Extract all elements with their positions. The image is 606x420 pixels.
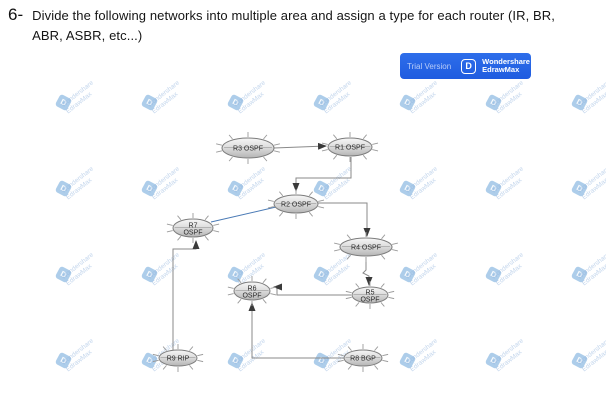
router-label-R6-line1: R6: [248, 286, 257, 293]
edge-R2-R4: [318, 202, 371, 237]
edge-R9-R7: [172, 240, 200, 350]
router-label-R5-line1: R5: [366, 290, 375, 297]
router-node-R8: R8 BGP: [337, 344, 389, 372]
router-node-R3: R3 OSPF: [216, 132, 280, 164]
router-node-R1: R1 OSPF: [321, 132, 379, 162]
router-label-R5-line2: OSPF: [360, 297, 379, 304]
router-label-R8: R8 BGP: [350, 356, 376, 363]
question-number: 6-: [8, 5, 24, 24]
router-label-R9: R9 RIP: [167, 356, 190, 363]
question-header: 6- Divide the following networks into mu…: [8, 5, 584, 45]
trial-version-badge[interactable]: Trial Version D Wondershare EdrawMax: [400, 53, 531, 79]
brand-name: Wondershare EdrawMax: [482, 56, 530, 74]
question-text: Divide the following networks into multi…: [32, 8, 555, 43]
edrawmax-logo-icon: D: [461, 58, 477, 74]
brand-line-1: Wondershare: [482, 56, 530, 66]
edge-R3-R1: [273, 142, 327, 150]
trial-version-label: Trial Version: [407, 61, 452, 71]
brand-line-2: EdrawMax: [482, 65, 520, 74]
router-label-R7-line1: R7: [189, 223, 198, 230]
router-node-R9: R9 RIP: [152, 344, 204, 372]
edge-R5-R6: [273, 283, 351, 296]
edge-R2-R7: [210, 206, 277, 223]
edge-R8-R6: [248, 302, 344, 359]
router-label-R6-line2: OSPF: [242, 293, 261, 300]
edge-R1-R2: [292, 157, 352, 192]
router-label-R3: R3 OSPF: [233, 146, 263, 153]
router-label-R7-line2: OSPF: [183, 230, 202, 237]
router-label-R1: R1 OSPF: [335, 145, 365, 152]
router-node-R2: R2 OSPF: [267, 189, 325, 219]
router-label-R2: R2 OSPF: [281, 202, 311, 209]
router-label-R4: R4 OSPF: [351, 245, 381, 252]
router-node-R4: R4 OSPF: [334, 232, 398, 262]
edge-R4-R5: [362, 257, 373, 286]
